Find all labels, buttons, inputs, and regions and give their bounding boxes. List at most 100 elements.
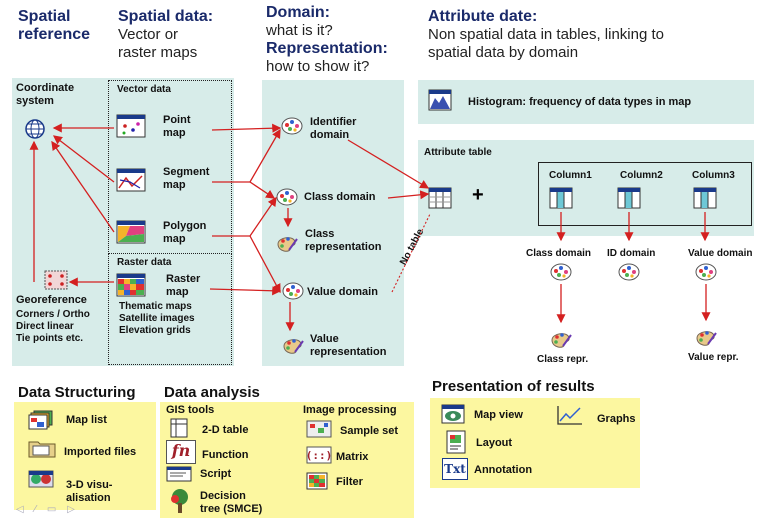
raster-types: Thematic maps Satellite images Elevation… [119,301,195,337]
method-line: Corners / Ortho [16,309,90,320]
value-domain-label: Value domain [307,286,378,298]
column1-domain-label: Class domain [526,248,592,259]
map-list-label: Map list [66,414,107,426]
label-line: alisation [66,492,111,504]
georeference-label: Georeference [16,294,87,306]
header-line: raster maps [118,44,198,61]
matrix-icon[interactable]: (::) [306,446,332,469]
arrow-segment-to-coord [52,135,115,183]
data-structuring-title: Data Structuring [18,384,136,401]
raster-data-title: Raster data [117,257,172,268]
label-line: Coordinate [16,82,75,94]
function-icon[interactable]: fn [166,440,196,464]
class-domain-label: Class domain [304,191,376,203]
annotation-icon[interactable]: Txt [442,458,468,480]
histogram-label: Histogram: frequency of data types in ma… [468,96,692,108]
header-line: how to show it? [266,58,370,75]
raster-type: Elevation grids [119,325,191,336]
identifier-domain-icon[interactable] [281,117,303,140]
map-list-icon[interactable] [28,410,54,435]
column1-domain-icon[interactable] [550,263,572,286]
raster-type: Thematic maps [119,301,192,312]
point-map-icon[interactable] [116,114,146,143]
column2-label: Column2 [620,170,663,181]
table-2d-label: 2-D table [202,424,249,436]
value-representation-label: Value representation [310,333,386,359]
3d-visualisation-icon[interactable] [28,470,54,493]
label-line: Segment [163,166,210,178]
header-title: Domain: [266,4,330,21]
column3-icon[interactable] [693,187,717,214]
raster-type: Satellite images [119,313,195,324]
gis-tools-label: GIS tools [166,404,215,416]
method-line: Tie points etc. [16,333,84,344]
label-line: Identifier [310,116,357,128]
globe-icon[interactable] [24,118,46,145]
class-representation-icon[interactable] [276,234,298,259]
header-spatial-reference: Spatial reference [18,8,90,44]
image-processing-label: Image processing [303,404,397,416]
column1-icon[interactable] [549,187,573,214]
header-line: what is it? [266,22,333,39]
graphs-label: Graphs [597,413,636,425]
column2-icon[interactable] [617,187,641,214]
decision-tree-label: Decision tree (SMCE) [200,490,262,516]
histogram-icon[interactable] [428,89,452,116]
value-domain-icon[interactable] [282,282,304,305]
polygon-map-icon[interactable] [116,220,146,249]
sample-set-label: Sample set [340,425,399,437]
table-2d-icon[interactable] [170,418,188,443]
label-line: Class [305,228,335,240]
arrow-polygon-to-class [212,196,277,237]
slide-nav-icons[interactable]: ◁ ⁄ ▭ ▷ [16,504,79,515]
coordinate-system-label: Coordinate system [16,82,74,108]
graphs-icon[interactable] [556,404,584,431]
layout-icon[interactable] [446,430,466,459]
header-attribute: Attribute date: Non spatial data in tabl… [428,8,664,62]
label-line: system [16,95,54,107]
layout-label: Layout [476,437,513,449]
arrow-raster-to-value [209,286,282,296]
label-line: Polygon [163,220,207,232]
vector-data-title: Vector data [117,84,171,95]
histogram-panel [418,80,754,124]
column3-domain-icon[interactable] [695,263,717,286]
column2-domain-icon[interactable] [618,263,640,286]
column2-domain-label: ID domain [607,248,656,259]
arrow-segment-to-class [249,181,276,199]
decision-tree-icon[interactable] [168,488,192,519]
identifier-domain-label: Identifier domain [310,116,356,142]
raster-map-icon[interactable] [116,273,146,302]
columns-box [538,162,752,226]
label-line: tree (SMCE) [200,503,263,515]
data-analysis-title: Data analysis [164,384,260,401]
class-repr-icon[interactable] [550,330,572,355]
value-representation-icon[interactable] [282,336,304,361]
attribute-table-icon[interactable] [428,187,452,214]
map-view-icon[interactable] [441,404,465,429]
column1-label: Column1 [549,170,592,181]
segment-map-icon[interactable] [116,168,146,197]
value-repr-icon[interactable] [695,328,717,353]
column3-label: Column3 [692,170,735,181]
label-line: Value [310,333,339,345]
filter-label: Filter [336,476,363,488]
label-line: Point [163,114,191,126]
imported-files-icon[interactable] [28,438,56,463]
label-line: domain [310,129,350,141]
class-domain-icon[interactable] [276,188,298,211]
arrow-polygon-to-coord [51,140,115,233]
sample-set-icon[interactable] [306,420,332,443]
script-icon[interactable] [166,466,192,487]
annotation-label: Annotation [474,464,533,476]
method-line: Direct linear [16,321,74,332]
label-line: representation [305,241,382,253]
point-map-label: Point map [163,114,191,140]
column3-domain-label: Value domain [688,248,753,259]
filter-icon[interactable] [306,472,328,495]
function-label: Function [202,449,249,461]
header-title: Spatial data: [118,8,214,25]
3d-visualisation-label: 3-D visu- alisation [66,479,112,505]
raster-map-label: Raster map [166,273,200,299]
georeference-icon[interactable] [44,270,68,295]
